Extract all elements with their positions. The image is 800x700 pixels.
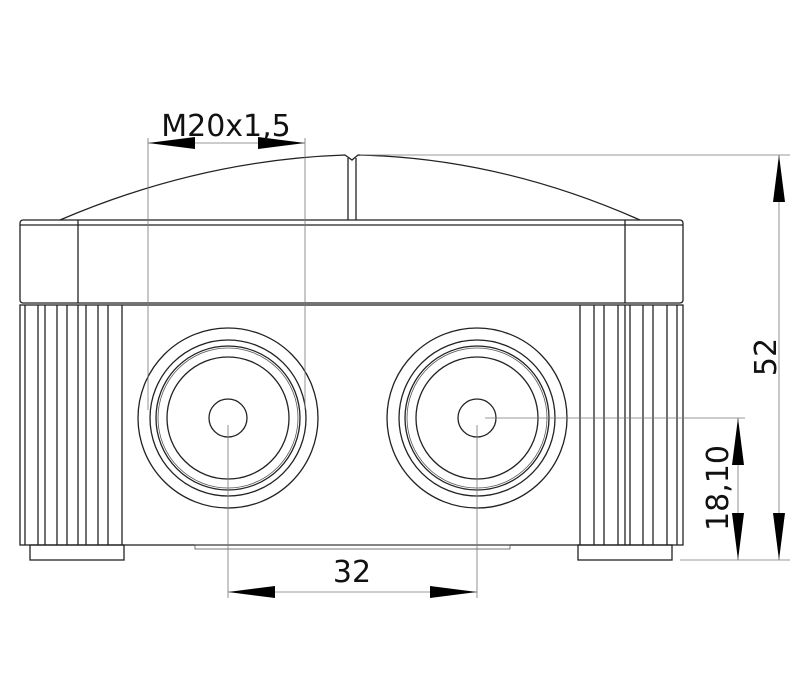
bottom-rail (194, 544, 511, 550)
right-ribs (579, 305, 678, 545)
right-foot (577, 544, 673, 561)
dimension-spacing: 32 (227, 425, 478, 598)
left-foot (29, 544, 125, 561)
height-label: 52 (749, 338, 784, 376)
left-ribs (24, 305, 123, 545)
dimension-center-height: 18,10 (485, 417, 745, 560)
dimension-thread: M20x1,5 (147, 109, 306, 410)
dimension-height: 52 (360, 154, 790, 561)
body (19, 304, 684, 561)
thread-label: M20x1,5 (161, 109, 291, 144)
spacing-label: 32 (333, 555, 371, 590)
center-height-label: 18,10 (701, 445, 736, 531)
lid (19, 154, 684, 304)
